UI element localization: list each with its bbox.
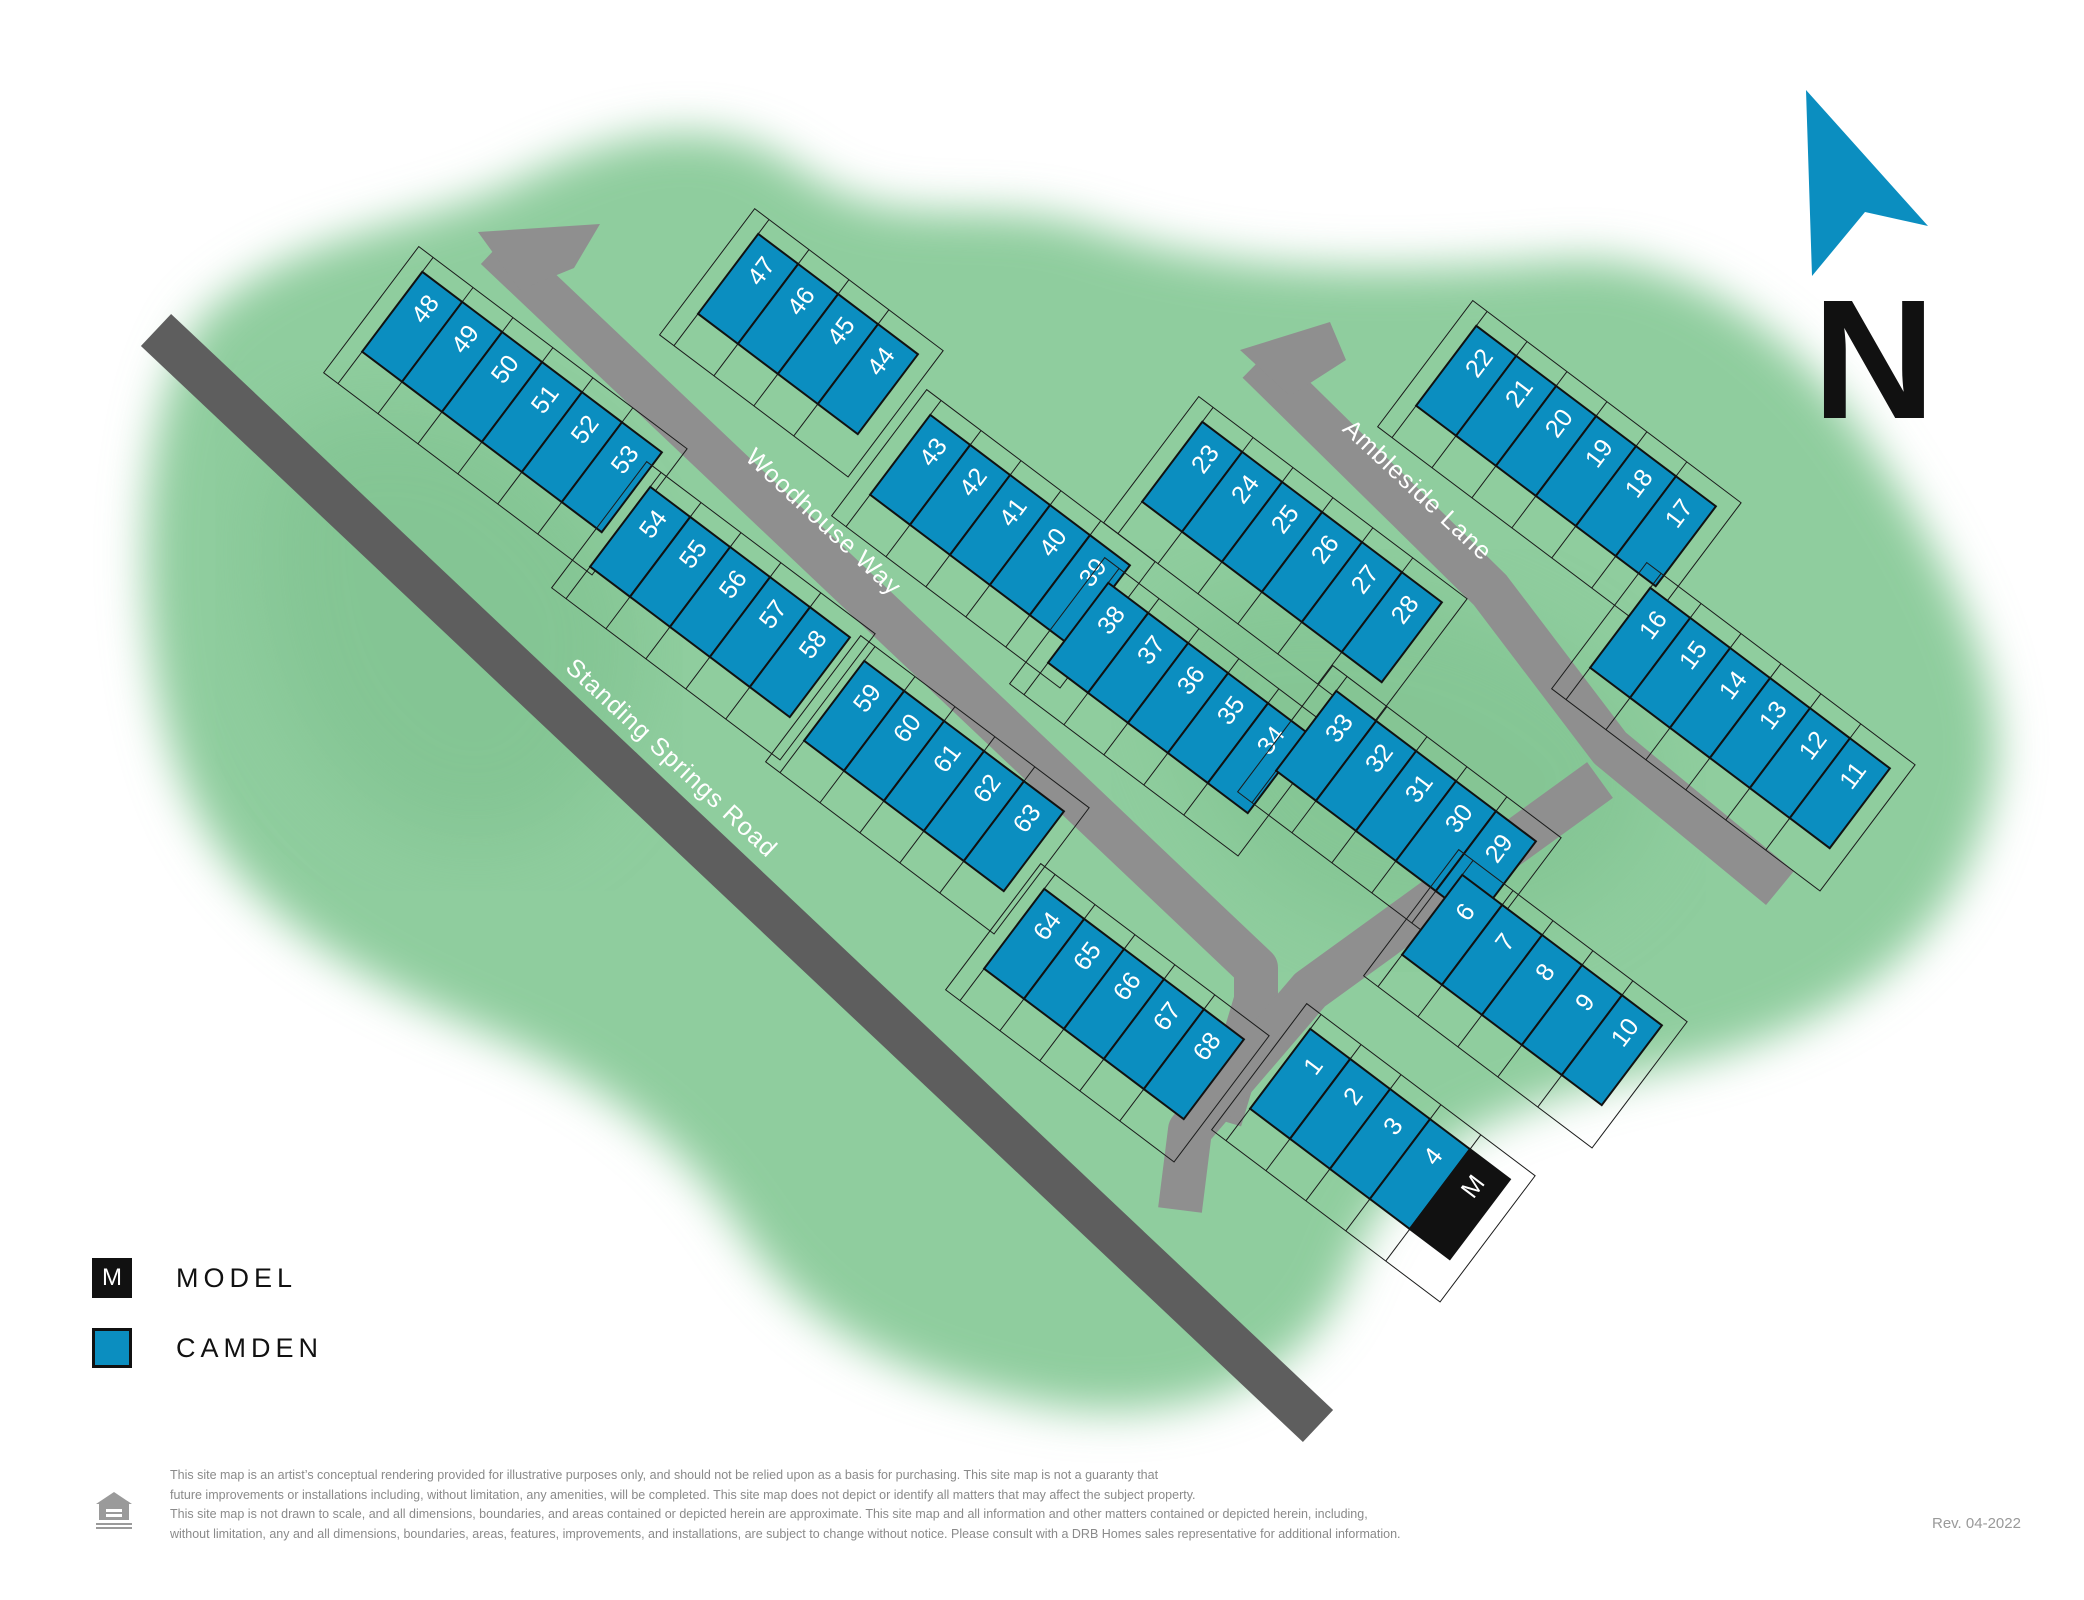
disclaimer-line: This site map is not drawn to scale, and…: [170, 1507, 1368, 1521]
legend-item-model: M MODEL: [92, 1256, 452, 1300]
lot-boundary: [1008, 556, 1334, 857]
camden-lot[interactable]: [816, 322, 920, 436]
legend-swatch-model: M: [92, 1258, 132, 1298]
north-label: N: [1813, 265, 1936, 455]
camden-lot[interactable]: [748, 605, 852, 719]
north-arrow-icon: [1806, 90, 1928, 276]
disclaimer-line: future improvements or installations inc…: [170, 1487, 1196, 1502]
disclaimer-line: This site map is an artist’s conceptual …: [170, 1468, 1159, 1482]
disclaimer-line: without limitation, any and all dimensio…: [170, 1526, 1401, 1541]
model-lot[interactable]: [1408, 1147, 1512, 1261]
woodhouse-cul-de-sac: [478, 224, 600, 290]
legend-label-model: MODEL: [176, 1262, 298, 1293]
lot-boundary: [1210, 1002, 1536, 1303]
ambleside-lane: [1242, 346, 1794, 905]
legend-item-camden: CAMDEN: [92, 1326, 452, 1370]
lot-groups: 4849505152534746454454555657584342414039…: [322, 207, 1916, 1303]
camden-lot[interactable]: [962, 779, 1066, 893]
camden-lot[interactable]: [560, 420, 664, 534]
camden-lot[interactable]: [1142, 1007, 1246, 1121]
legend-label-camden: CAMDEN: [176, 1332, 324, 1363]
legend-swatch-camden: [92, 1328, 132, 1368]
camden-lot[interactable]: [1614, 474, 1718, 588]
camden-lot[interactable]: [1560, 993, 1664, 1107]
revision-label: Rev. 04-2022: [1932, 1515, 2021, 1532]
equal-housing-opportunity-icon: [96, 1492, 132, 1529]
camden-lot[interactable]: [1788, 736, 1892, 850]
standing-springs-road: [140, 313, 1334, 1443]
lot-boundary: [1236, 664, 1562, 965]
lot-boundary: [550, 460, 876, 761]
lot-boundary: [764, 634, 1090, 935]
legend: M MODEL CAMDEN: [92, 1256, 452, 1396]
ambleside-cul-de-sac: [1240, 322, 1346, 396]
north-indicator: N: [1806, 90, 1935, 455]
camden-lot[interactable]: [1340, 570, 1444, 684]
lot-boundary: [944, 862, 1270, 1163]
lot-boundary: [1362, 848, 1688, 1149]
disclaimer: This site map is an artist’s conceptual …: [170, 1466, 1401, 1544]
